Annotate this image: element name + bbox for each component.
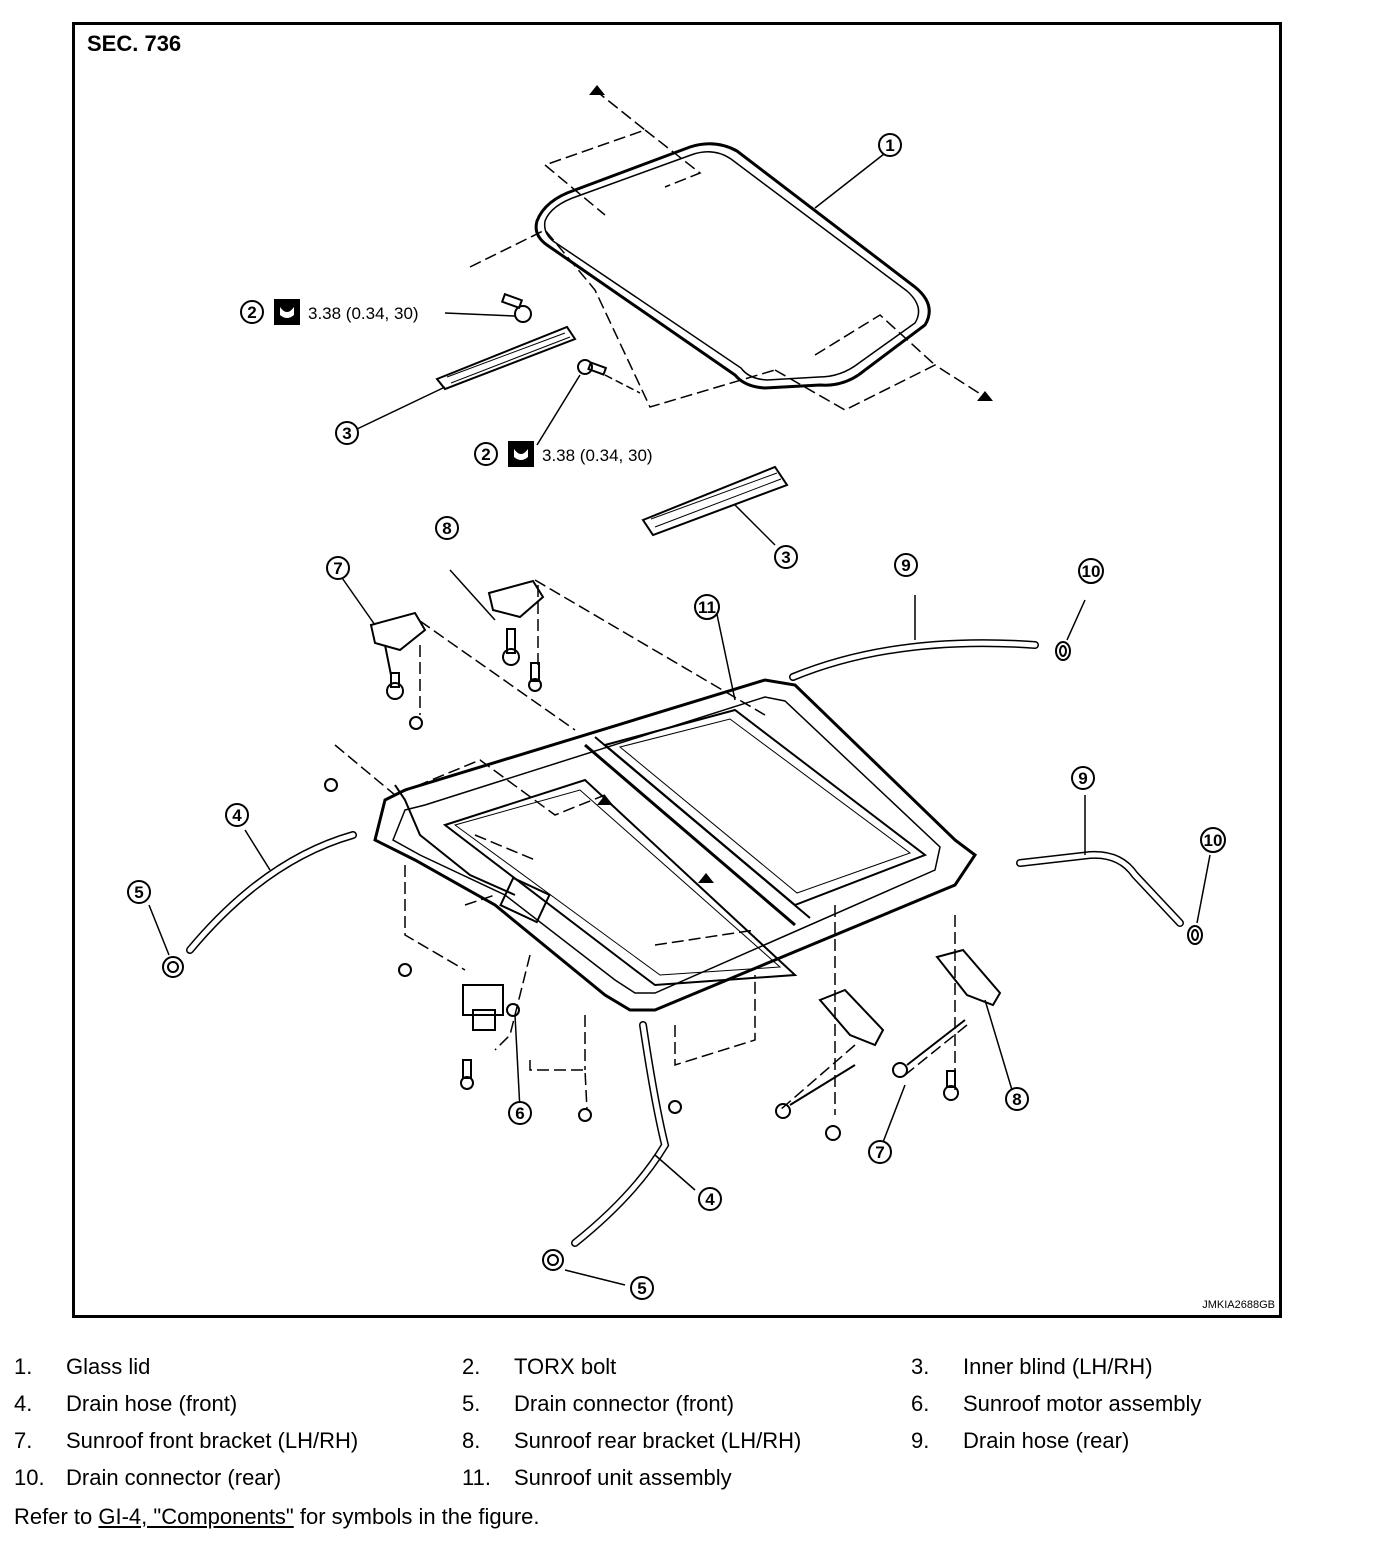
callout-10: 10 <box>1078 558 1104 584</box>
diagram-drawing: 3.38 (0.34, 30) 3.38 (0.34, 30) 1 2 2 3 … <box>127 85 1226 1300</box>
svg-text:9: 9 <box>1078 769 1087 788</box>
callout-2: 2 <box>240 300 264 324</box>
callout-6: 6 <box>508 1101 532 1125</box>
drain-connector-rear-lh <box>1055 641 1071 661</box>
sunroof-front-bracket-lh <box>369 611 427 730</box>
callout-9: 9 <box>894 553 918 577</box>
callout-7: 7 <box>868 1140 892 1164</box>
glass-lid-guide-lines <box>469 89 986 411</box>
drain-connector-rear-rh <box>1187 925 1203 945</box>
section-label: SEC. 736 <box>87 31 182 56</box>
drain-hose-front-rh <box>571 1021 670 1247</box>
callout-8: 8 <box>1005 1087 1029 1111</box>
callout-10: 10 <box>1200 827 1226 853</box>
torque-spec-label: 3.38 (0.34, 30) <box>542 446 653 465</box>
sunroof-front-bracket-rh <box>775 988 885 1141</box>
glass-lid <box>534 142 931 390</box>
drain-connector-front-rh <box>542 1249 564 1271</box>
triangle-marker <box>589 85 605 95</box>
svg-text:2: 2 <box>481 445 490 464</box>
drain-hose-front-lh <box>186 831 357 954</box>
svg-text:5: 5 <box>637 1279 646 1298</box>
torx-bolt <box>577 359 608 376</box>
callout-3: 3 <box>335 421 359 445</box>
sunroof-rear-bracket-lh <box>487 579 545 692</box>
callout-1: 1 <box>878 133 902 157</box>
nuts <box>324 778 682 1122</box>
inner-blind-upper <box>435 325 577 391</box>
drain-connector-front-lh <box>162 956 184 978</box>
torque-wrench-icon <box>508 441 534 467</box>
drain-hose-rear-rh <box>1016 850 1184 927</box>
svg-text:3: 3 <box>342 424 351 443</box>
inner-blind-lower <box>641 465 789 537</box>
components-link[interactable]: GI-4, "Components" <box>98 1504 294 1529</box>
callout-11: 11 <box>694 594 720 620</box>
callout-9: 9 <box>1071 766 1095 790</box>
svg-text:2: 2 <box>247 303 256 322</box>
svg-text:6: 6 <box>515 1104 524 1123</box>
svg-text:3: 3 <box>781 548 790 567</box>
svg-text:7: 7 <box>333 559 342 578</box>
svg-text:1: 1 <box>885 136 894 155</box>
torque-spec-label: 3.38 (0.34, 30) <box>308 304 419 323</box>
svg-text:8: 8 <box>1012 1090 1021 1109</box>
svg-text:8: 8 <box>442 519 451 538</box>
callout-2: 2 <box>474 442 498 466</box>
svg-text:7: 7 <box>875 1143 884 1162</box>
triangle-marker <box>977 391 993 401</box>
callout-8: 8 <box>435 516 459 540</box>
svg-text:10: 10 <box>1082 562 1101 581</box>
callout-3: 3 <box>774 545 798 569</box>
torx-bolt <box>500 292 532 323</box>
exploded-diagram: SEC. 736 <box>72 22 1282 1318</box>
svg-text:9: 9 <box>901 556 910 575</box>
callout-5: 5 <box>127 880 151 904</box>
callout-4: 4 <box>225 803 249 827</box>
figure-id: JMKIA2688GB <box>1202 1299 1275 1311</box>
refer-note: Refer to GI-4, "Components" for symbols … <box>14 1504 540 1529</box>
torque-wrench-icon <box>274 299 300 325</box>
callout-7: 7 <box>326 556 350 580</box>
svg-text:11: 11 <box>698 598 716 617</box>
svg-text:4: 4 <box>705 1190 715 1209</box>
callout-4: 4 <box>698 1187 722 1211</box>
sunroof-motor-assembly <box>460 984 520 1090</box>
sunroof-rear-bracket-rh <box>892 948 1002 1101</box>
svg-text:4: 4 <box>232 806 242 825</box>
svg-text:5: 5 <box>134 883 143 902</box>
svg-text:10: 10 <box>1204 831 1223 850</box>
sunroof-unit-frame <box>373 678 978 1012</box>
callout-5: 5 <box>630 1276 654 1300</box>
